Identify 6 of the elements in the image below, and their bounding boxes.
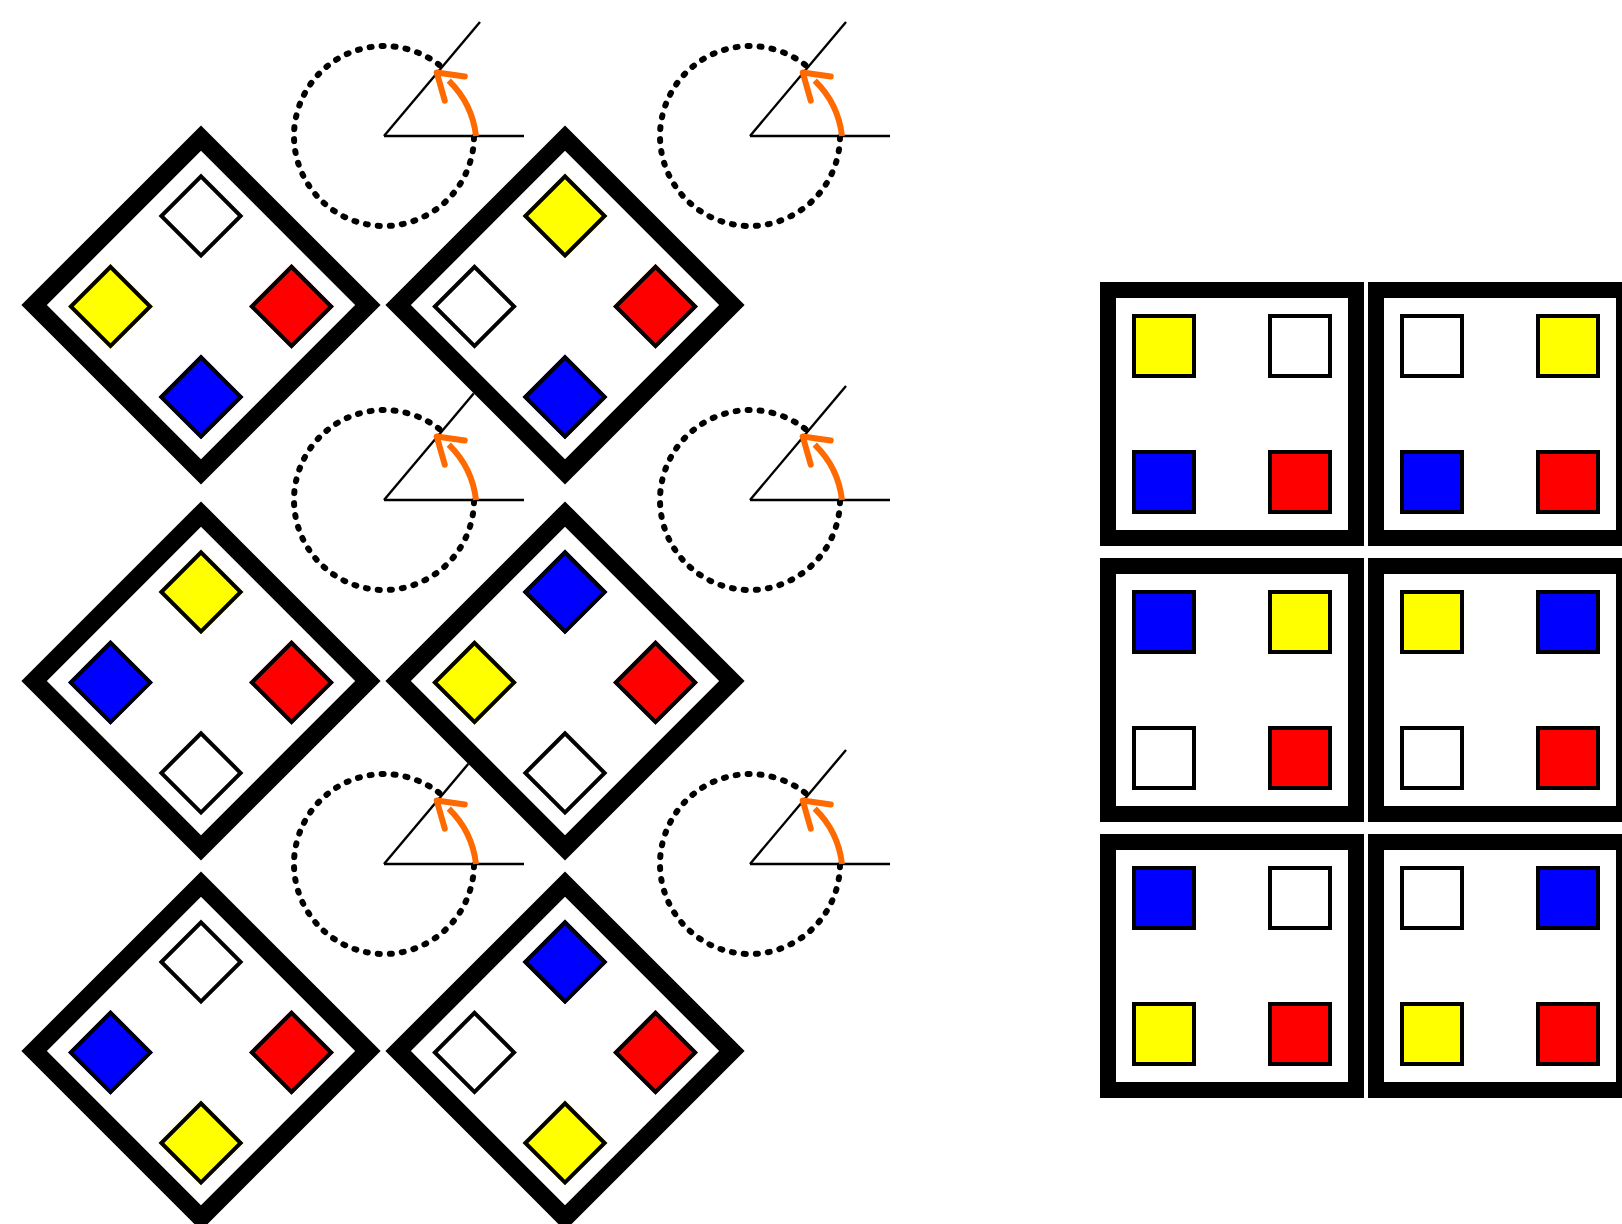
square-tile [1100, 558, 1364, 822]
square-tile [1368, 834, 1622, 1098]
square-tile [1368, 282, 1622, 546]
square-tile [1100, 282, 1364, 546]
square-tile [1100, 834, 1364, 1098]
square-tile [1368, 558, 1622, 822]
